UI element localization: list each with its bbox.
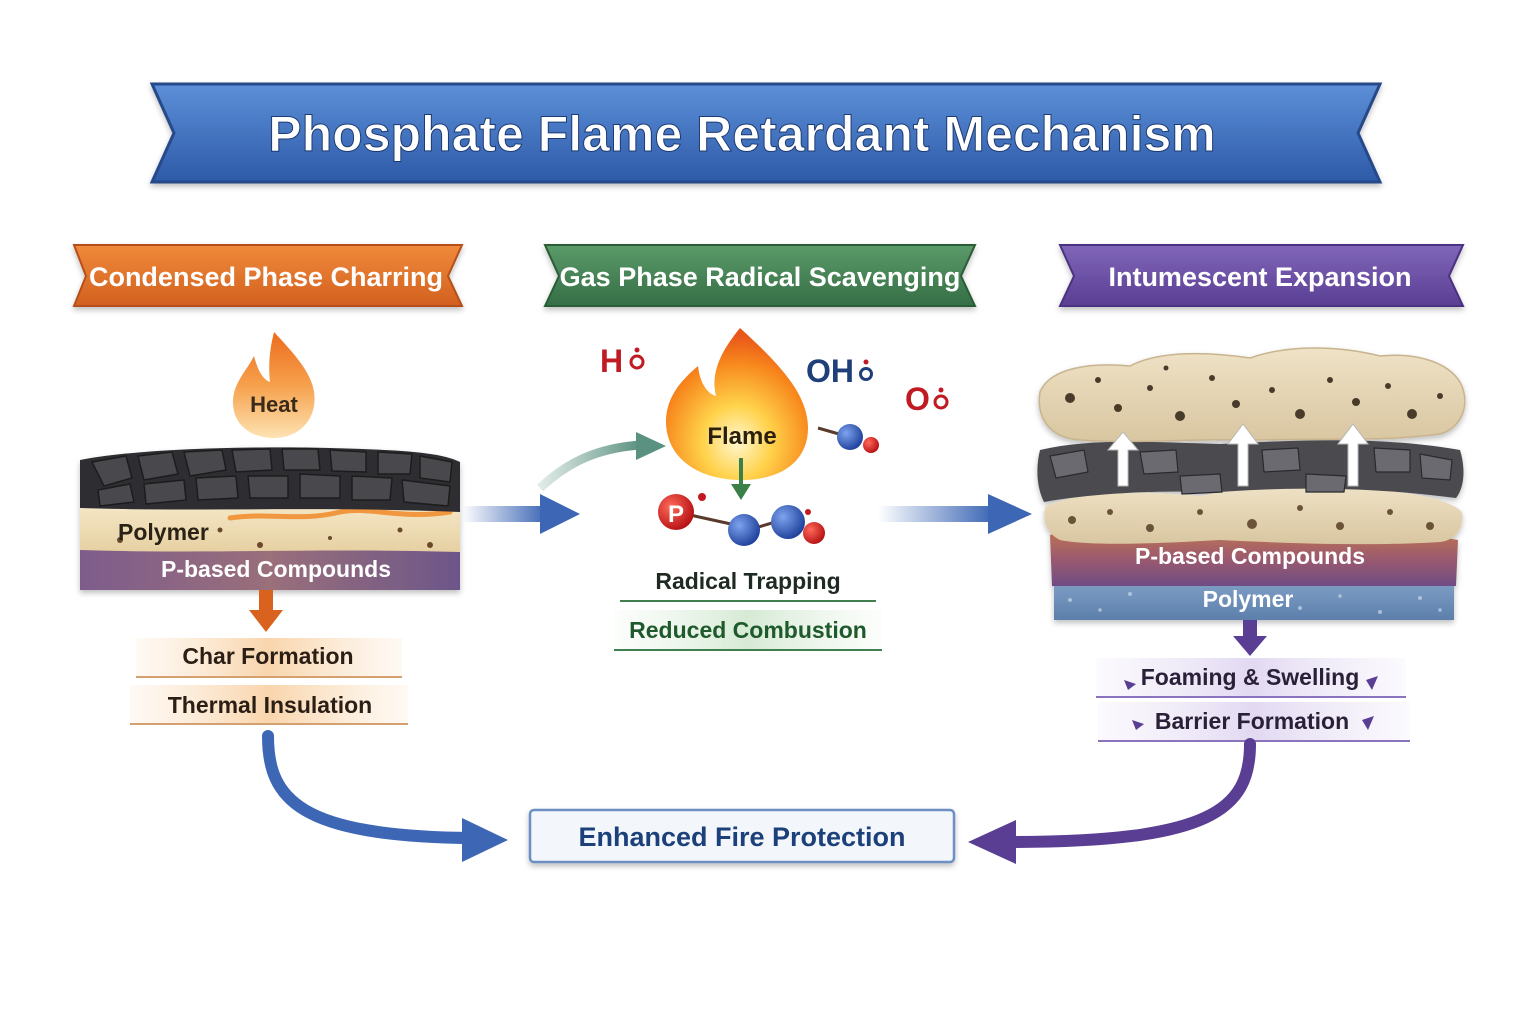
condensed-down-arrow [249,590,283,632]
heat-label: Heat [250,392,298,417]
header-gas-label: Gas Phase Radical Scavenging [560,262,961,292]
foaming-swelling-label: Foaming & Swelling [1141,664,1360,690]
intumescent-p-label: P-based Compounds [1135,543,1365,569]
result-thermal-insulation [130,685,408,723]
result-char-formation [136,638,402,676]
result-foaming-swelling [1096,658,1406,696]
phosphorus-label: P [668,501,684,528]
reduced-combustion-label: Reduced Combustion [629,617,867,643]
arrow-right-to-outcome [968,738,1256,864]
condensed-results: Char Formation Thermal Insulation [130,638,408,725]
arrow-left-to-middle [462,494,580,534]
header-gas-phase: Gas Phase Radical Scavenging [543,244,977,307]
result-barrier-formation [1098,702,1410,740]
header-condensed-phase: Condensed Phase Charring [72,244,464,307]
outcome-label: Enhanced Fire Protection [578,822,905,852]
radical-h-label: H [600,343,623,379]
intumescent-layer-stack: P-based Compounds Polymer [1037,347,1466,620]
heat-flame-icon: Heat [232,332,315,438]
flame-label: Flame [707,423,776,450]
header-condensed-label: Condensed Phase Charring [89,262,443,292]
arrow-left-to-outcome [262,730,508,862]
expansion-up-arrows [1106,423,1369,487]
thermal-insulation-label: Thermal Insulation [168,692,372,718]
radical-o-label: O [905,381,930,417]
flame-down-arrow [731,458,751,500]
result-reduced-combustion [614,610,882,650]
flame-icon: Flame [665,328,808,480]
phosphorus-molecule-icon: P [658,493,825,546]
header-intumescent: Intumescent Expansion [1058,244,1465,307]
intumescent-polymer-label: Polymer [1203,586,1294,612]
header-intumescent-label: Intumescent Expansion [1108,262,1411,292]
outcome-box: Enhanced Fire Protection [528,808,956,864]
condensed-polymer-label: Polymer [118,519,209,545]
intumescent-down-arrow [1233,620,1267,656]
radical-oh-label: OH [806,353,854,389]
oh-molecule-icon [817,424,879,453]
intumescent-results: Foaming & Swelling Barrier Formation [1096,658,1410,742]
page-title: Phosphate Flame Retardant Mechanism [268,106,1215,162]
radical-trapping-label: Radical Trapping [655,568,840,594]
title-banner: Phosphate Flame Retardant Mechanism [149,82,1383,184]
barrier-formation-label: Barrier Formation [1155,708,1349,734]
char-formation-label: Char Formation [182,643,353,669]
arrow-curve-to-flame [536,432,666,492]
condensed-layer-stack: Polymer P-based Compounds [80,447,460,590]
result-radical-trapping [622,560,874,600]
gas-results: Radical Trapping Reduced Combustion [614,560,882,651]
radicals: H OH O [600,343,949,417]
arrow-middle-to-right [878,494,1032,534]
condensed-p-label: P-based Compounds [161,556,391,582]
